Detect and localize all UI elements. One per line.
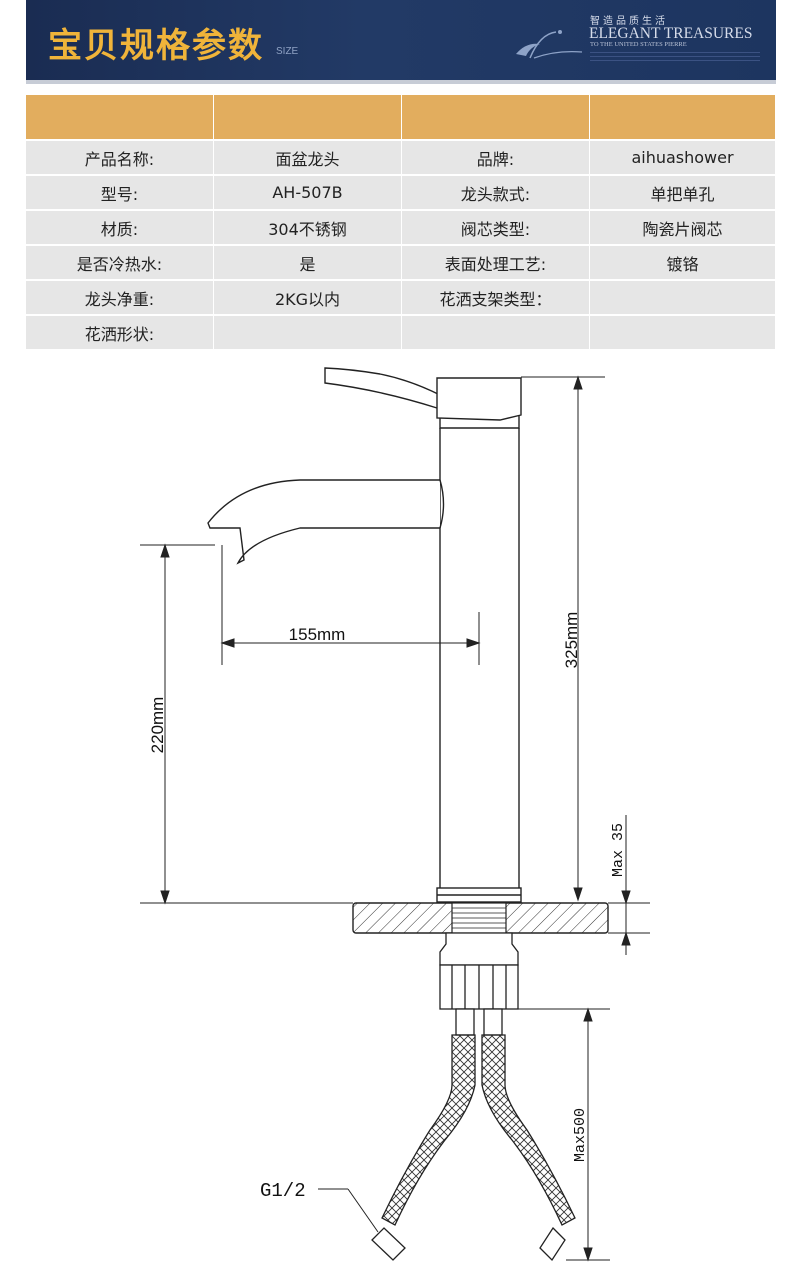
table-header-cell [26,95,214,141]
spec-value: 面盆龙头 [214,141,402,176]
brand-decor-lines [590,52,760,66]
size-label: SIZE [276,46,299,57]
dim-deck-label: Max 35 [610,823,627,877]
table-row: 龙头净重: 2KG以内 花洒支架类型： [26,281,776,316]
spec-label: 花洒支架类型： [402,281,590,316]
lock-nut [439,932,519,1036]
brand-slogan: 智造品质生活 [590,16,668,27]
thread-size-label: G1/2 [260,1180,306,1202]
spec-label: 是否冷热水: [26,246,214,281]
dimension-lines [140,375,650,1262]
faucet-dimension-drawing: 155mm 325mm 220mm Max 35 Max500 G1/2 [140,367,650,1262]
spec-label: 龙头净重: [26,281,214,316]
dim-hose-label: Max500 [572,1108,589,1162]
table-header-cell [402,95,590,141]
spec-value: 304不锈钢 [214,211,402,246]
spec-label: 材质: [26,211,214,246]
spec-value: 陶瓷片阀芯 [590,211,776,246]
table-header-row [26,95,776,141]
page-title: 宝贝规格参数 [48,26,264,66]
spec-label: 型号: [26,176,214,211]
spec-value: AH-507B [214,176,402,211]
spec-label: 产品名称: [26,141,214,176]
dim-spout-label: 220mm [148,697,167,754]
brand-logo-icon [516,30,583,59]
hose-right [481,1034,576,1226]
spec-value [590,281,776,316]
spec-label: 表面处理工艺: [402,246,590,281]
hose-left [381,1034,476,1226]
spec-value [590,316,776,351]
spec-value: aihuashower [590,141,776,176]
thread-lines [452,907,506,929]
table-row: 材质: 304不锈钢 阀芯类型: 陶瓷片阀芯 [26,211,776,246]
spec-label: 阀芯类型: [402,211,590,246]
spec-value: 镀铬 [590,246,776,281]
banner-divider [26,80,776,84]
spec-value: 单把单孔 [590,176,776,211]
table-header-cell [590,95,776,141]
table-header-cell [214,95,402,141]
spec-label: 品牌: [402,141,590,176]
table-row: 型号: AH-507B 龙头款式: 单把单孔 [26,176,776,211]
header-banner: 宝贝规格参数 SIZE 智造品质生活 ELEGANT TREASURES TO … [26,0,776,80]
spec-value: 是 [214,246,402,281]
brand-subtitle: TO THE UNITED STATES PIERRE [590,41,687,48]
table-row: 是否冷热水: 是 表面处理工艺: 镀铬 [26,246,776,281]
spec-label: 花洒形状: [26,316,214,351]
dim-reach-label: 155mm [289,625,346,644]
spec-label [402,316,590,351]
faucet-outline [207,367,522,903]
hose-nut-left [371,1227,406,1261]
brand-name: ELEGANT TREASURES [589,25,753,42]
spec-value [214,316,402,351]
spec-value: 2KG以内 [214,281,402,316]
table-row: 花洒形状: [26,316,776,351]
spec-label: 龙头款式: [402,176,590,211]
dim-height-label: 325mm [562,612,581,669]
table-row: 产品名称: 面盆龙头 品牌: aihuashower [26,141,776,176]
hose-nut-right [539,1226,566,1262]
spec-table: 产品名称: 面盆龙头 品牌: aihuashower 型号: AH-507B 龙… [26,95,776,351]
